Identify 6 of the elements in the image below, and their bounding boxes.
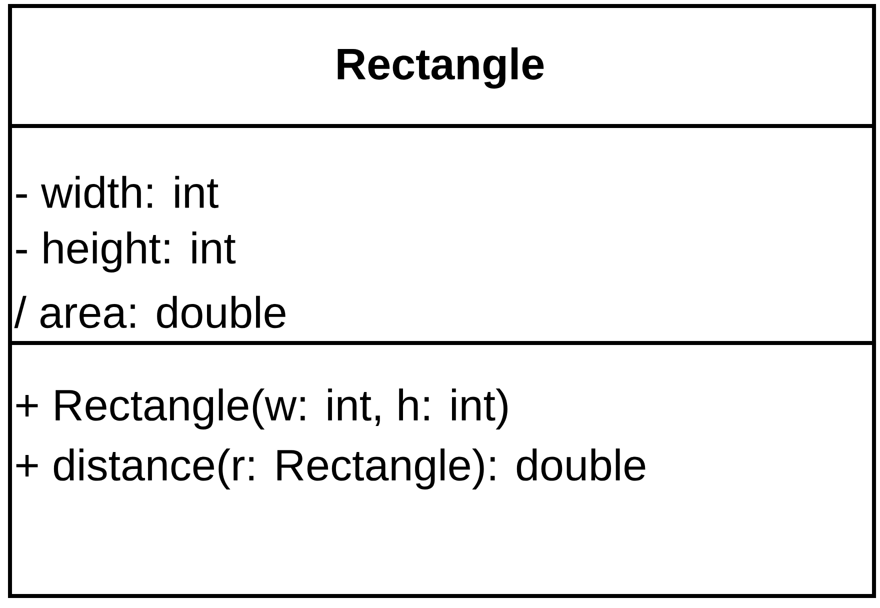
attribute-text: - width: int: [16, 176, 218, 208]
attribute-text: - height: int: [16, 232, 236, 272]
class-name: Rectangle: [338, 47, 544, 89]
method-text: + Rectangle(w: int, h: int): [16, 388, 508, 430]
attribute-text: / area: double: [14, 296, 286, 328]
method-text: + distance(r: Rectangle): double: [16, 448, 646, 490]
